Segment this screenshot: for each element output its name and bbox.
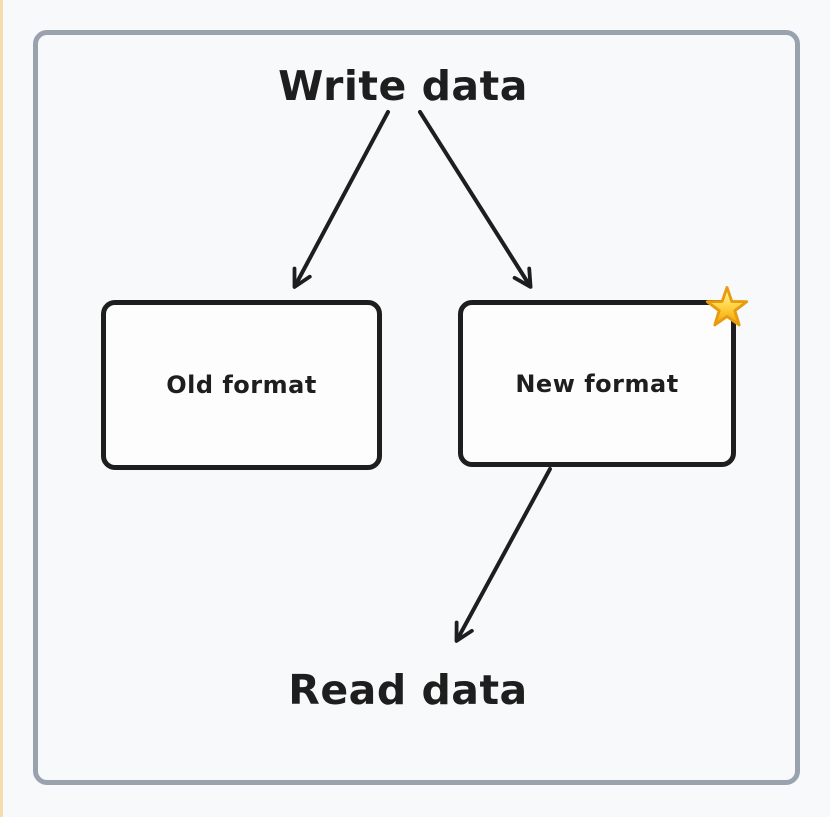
- new-format-node: New format: [458, 300, 736, 467]
- diagram-frame: [33, 30, 800, 785]
- left-edge-strip: [0, 0, 3, 817]
- old-format-label: Old format: [166, 371, 317, 399]
- new-format-label: New format: [515, 369, 679, 398]
- old-format-node: Old format: [101, 300, 382, 470]
- read-data-label: Read data: [288, 666, 528, 714]
- star-icon: [705, 286, 749, 327]
- write-data-label: Write data: [278, 62, 528, 110]
